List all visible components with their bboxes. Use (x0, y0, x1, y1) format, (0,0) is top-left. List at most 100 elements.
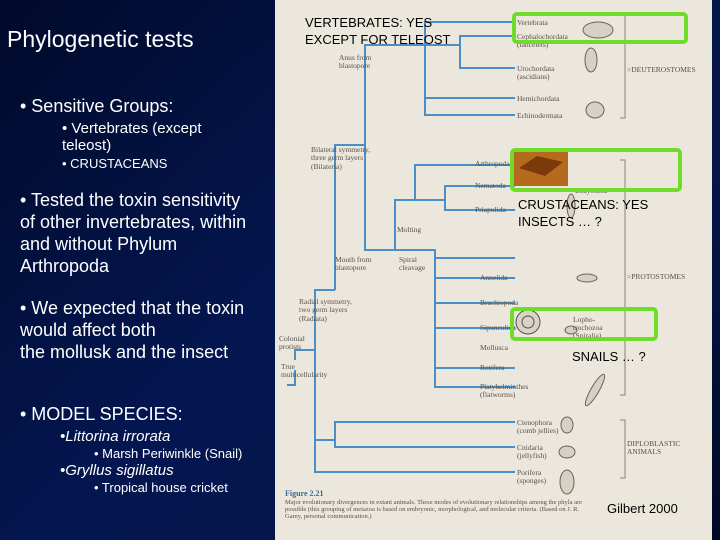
taxon-platyhelminthes-sub: (flatworms) (480, 390, 516, 399)
taxon-vertebrata: Vertebrata (517, 18, 548, 27)
taxon-annelida: Annelida (480, 273, 508, 282)
tree-lines (287, 14, 626, 495)
figure-label: Figure 2.21 (285, 489, 324, 498)
crustacean-photo-detail (519, 156, 563, 176)
taxon-porifera: Porifera (517, 468, 542, 477)
branch-echinodermata (424, 98, 515, 116)
group-lophotrochozoa-line3: (Spiralia) (573, 331, 602, 340)
slide-title: Phylogenetic tests (7, 26, 194, 52)
overlay-crustaceans-line2: INSECTS … ? (518, 214, 602, 229)
node-spiral-cleavage: Spiral cleavage (399, 255, 426, 273)
branch-arthropoda (414, 164, 515, 200)
taxon-nematoda: Nematoda (475, 181, 506, 190)
taxon-rotifera: Rotifera (480, 363, 505, 372)
bullet-sensitive-groups: • Sensitive Groups: (20, 96, 174, 116)
bullet-species1-name: •Littorina irrorata (60, 428, 171, 445)
taxon-ctenophora: Ctenophora (517, 418, 552, 427)
bullet-vertebrates-line2: teleost) (62, 137, 112, 154)
node-mouth-from-blastopore: Mouth from blastopore (335, 255, 372, 273)
tree-radial-node (314, 289, 335, 350)
taxon-hemichordata: Hemichordata (517, 94, 560, 103)
branch-urochordata (459, 45, 515, 69)
ascidian-sketch (584, 47, 598, 73)
taxon-platyhelminthes: Platyhelminthes (480, 382, 529, 391)
phylogenetic-figure: Vertebrata Cephalochordata (lancelets) U… (275, 0, 712, 540)
node-colonial-protists: Colonial protists (279, 334, 305, 352)
citation: Gilbert 2000 (607, 501, 678, 516)
tree-spiral-node (395, 249, 515, 259)
node-anus-from-blastopore: Anus from blastopore (339, 53, 372, 71)
overlay-vertebrates-line2: EXCEPT FOR TELEOST (305, 32, 451, 47)
organism-sketches (558, 21, 614, 495)
taxon-cnidaria: Cnidaria (517, 443, 543, 452)
bracket-diploblastic (620, 419, 626, 479)
branch-hemichordata (424, 45, 515, 99)
bullet-species2-common: • Tropical house cricket (94, 480, 228, 495)
bullet-tested-line2: of other invertebrates, within (20, 212, 247, 232)
node-radial-symmetry: Radial symmetry, two germ layers (Radiat… (299, 297, 352, 323)
group-lophotrochozoa-line1: Lopho- (573, 315, 596, 324)
tree-anus-node (364, 44, 425, 145)
taxon-urochordata-sub: (ascidians) (517, 72, 550, 81)
branch-priapulida (444, 200, 515, 211)
highlight-box-vertebrates (512, 12, 688, 44)
sponge-sketch (559, 469, 575, 495)
node-bilateral-symmetry: Bilateral symmetry, three germ layers (B… (311, 145, 371, 171)
branch-vertebrata (424, 21, 515, 45)
tree-protist-branch (287, 370, 296, 386)
taxon-echinodermata: Echinodermata (517, 111, 563, 120)
taxon-cephalochordata: Cephalochordata (517, 32, 568, 41)
flatworm-sketch (584, 373, 606, 407)
annelid-sketch (576, 273, 598, 283)
bullet-model-species: • MODEL SPECIES: (20, 404, 183, 424)
taxon-cnidaria-sub: (jellyfish) (517, 451, 547, 460)
bullet-tested-line4: Arthropoda (20, 256, 110, 276)
bullet-vertebrates-line1: • Vertebrates (except (62, 120, 202, 137)
taxon-urochordata: Urochordata (517, 64, 555, 73)
tree-bilateral-node (334, 144, 365, 290)
taxon-mollusca: Mollusca (480, 343, 508, 352)
bullet-tested-line3: and without Phylum (20, 234, 178, 254)
group-diploblastic-line1: DIPLOBLASTIC (627, 439, 681, 448)
taxon-priapulida: Priapulida (475, 205, 506, 214)
group-lophotrochozoa-line2: trochozoa (573, 323, 603, 332)
group-deuterostomes: >DEUTEROSTOMES (627, 65, 696, 74)
node-true-multicellularity: True multicellularity (281, 362, 328, 380)
group-protostomes: >PROTOSTOMES (627, 272, 686, 281)
figure-caption: Major evolutionary divergences in extant… (285, 499, 583, 521)
bullet-expected-line1: • We expected that the toxin (20, 298, 245, 318)
bracket-protostomes (620, 159, 626, 396)
snail-photo-spiral (521, 315, 535, 329)
taxon-arthropoda: Arthropoda (475, 159, 510, 168)
highlight-box-crustaceans (510, 148, 682, 192)
sipunculid-sketch (564, 325, 578, 335)
branch-cnidaria (334, 440, 515, 448)
bullet-expected-line3: the mollusk and the insect (20, 342, 229, 362)
group-diploblastic-line2: ANIMALS (627, 447, 662, 456)
node-molting: Molting (397, 225, 422, 234)
overlay-vertebrates-line1: VERTEBRATES: YES (305, 15, 433, 30)
tree-molting-node (394, 199, 415, 250)
bullet-species2-name: •Gryllus sigillatus (60, 462, 174, 479)
tree-mouth-node (364, 145, 395, 251)
taxon-brachiopoda: Brachiopoda (480, 298, 519, 307)
taxon-cephalochordata-sub: (lancelets) (517, 40, 549, 49)
comb-jelly-sketch (560, 416, 574, 434)
overlay-snails: SNAILS … ? (572, 349, 646, 364)
branch-ctenophora (334, 421, 515, 440)
echinoderm-sketch (585, 101, 605, 119)
tree-root-branch (294, 349, 315, 360)
branch-platyhelminthes (434, 368, 515, 388)
jellyfish-sketch (558, 445, 576, 459)
priapulid-sketch (566, 193, 576, 219)
taxon-sipunculida: Sipunculida (480, 323, 516, 332)
taxon-ctenophora-sub: (comb jellies) (517, 426, 559, 435)
bullet-expected-line2: would affect both (20, 320, 156, 340)
bullet-species1-common: • Marsh Periwinkle (Snail) (94, 446, 243, 461)
highlight-box-snails (510, 307, 658, 341)
bullet-crustaceans: • CRUSTACEANS (62, 156, 168, 171)
overlay-crustaceans-line1: CRUSTACEANS: YES (518, 197, 649, 212)
branch-cephalochordata (425, 35, 515, 46)
bullet-tested-line1: • Tested the toxin sensitivity (20, 190, 241, 210)
taxon-porifera-sub: (sponges) (517, 476, 547, 485)
